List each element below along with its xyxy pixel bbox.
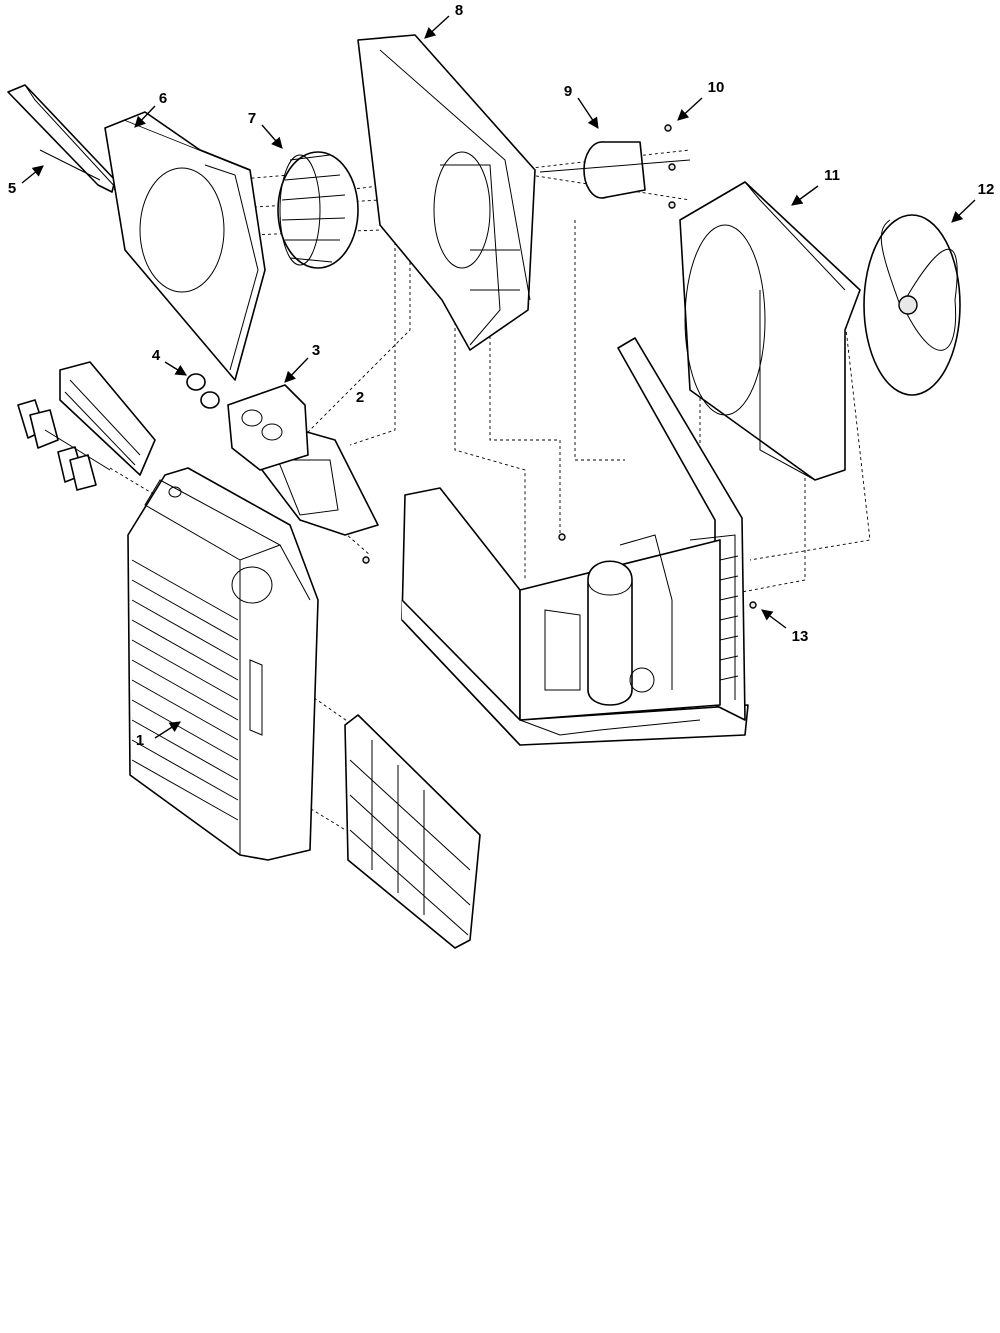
callout-11-label: 11: [824, 167, 840, 184]
callout-6: 6: [134, 90, 167, 128]
callout-7: 7: [248, 110, 283, 149]
part-1-front-grille: [127, 467, 319, 861]
callout-1-label: 1: [136, 732, 144, 749]
part-3-control-panel: [227, 384, 309, 471]
callout-13-label: 13: [792, 628, 809, 645]
callout-5: 5: [8, 165, 44, 197]
callout-10-label: 10: [708, 79, 725, 96]
part-8-partition: [357, 34, 536, 351]
callout-2-label: 2: [356, 389, 364, 406]
callout-8-label: 8: [455, 2, 463, 19]
callout-12-label: 12: [978, 181, 995, 198]
callout-6-label: 6: [159, 90, 167, 107]
callout-5-label: 5: [8, 180, 16, 197]
callout-9: 9: [564, 83, 599, 129]
callout-4-label: 4: [152, 347, 161, 364]
callout-11: 11: [791, 167, 840, 206]
part-6-evaporator-shroud: [104, 111, 266, 381]
part-10-screws: [664, 124, 676, 209]
chassis-base: [401, 337, 757, 746]
callout-2: 2: [356, 389, 364, 406]
part-12-condenser-fan: [863, 214, 961, 396]
callout-3-label: 3: [312, 342, 320, 359]
callout-13: 13: [761, 609, 809, 645]
louver-assembly: [17, 361, 156, 491]
callout-4: 4: [152, 347, 187, 376]
part-7-blower-wheel: [277, 151, 359, 269]
callout-9-label: 9: [564, 83, 572, 100]
part-9-fan-motor: [539, 141, 691, 199]
part-4-knobs: [186, 373, 220, 409]
callout-12: 12: [951, 181, 995, 223]
callout-10: 10: [677, 79, 725, 121]
callout-7-label: 7: [248, 110, 256, 127]
callout-1: 1: [136, 721, 181, 749]
callout-8: 8: [424, 2, 463, 39]
air-filter: [344, 714, 481, 949]
part-5-deflector: [7, 84, 119, 193]
part-11-condenser-shroud: [679, 181, 861, 481]
callout-3: 3: [284, 342, 320, 383]
